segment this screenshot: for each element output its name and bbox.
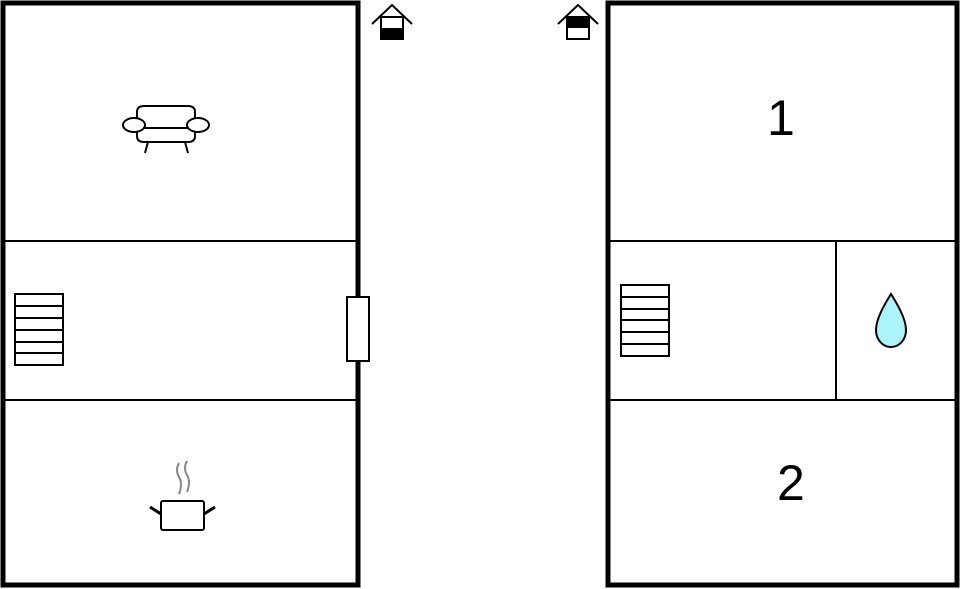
upper-floor-plan: 1 2: [605, 0, 960, 588]
sofa-icon: [122, 105, 210, 154]
upper-floor-outer-wall: [605, 0, 960, 588]
stairs-icon: [620, 284, 670, 357]
house-lower-floor-icon: [371, 3, 413, 40]
cooking-pot-icon: [149, 460, 216, 531]
house-upper-floor-icon: [557, 3, 599, 40]
room-label-2: 2: [777, 455, 805, 511]
water-drop-icon: [874, 292, 908, 349]
entrance-door: [346, 296, 370, 362]
ground-floor-plan: [0, 0, 370, 588]
room-label-1: 1: [767, 90, 795, 146]
ground-floor-outer-wall: [0, 0, 361, 588]
stairs-icon: [14, 293, 64, 366]
